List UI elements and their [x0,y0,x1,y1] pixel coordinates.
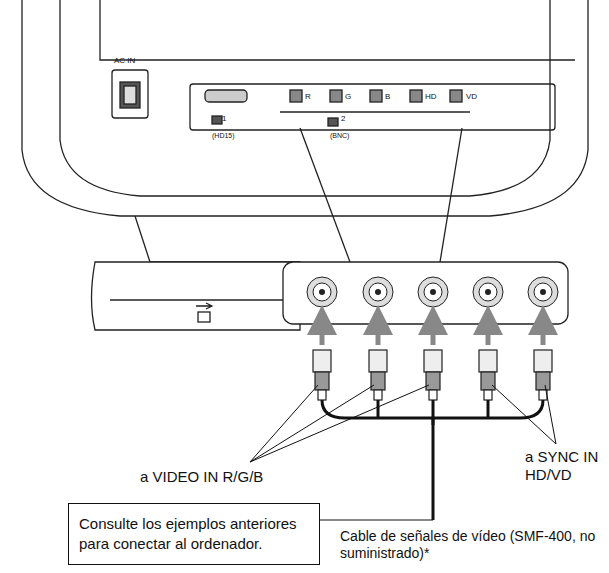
signal-name: HD [425,92,437,102]
note-text: Consulte los ejemplos anteriores para co… [79,514,309,553]
callout-label: a SYNC IN HD/VD [525,448,605,484]
input-number: 1 [222,114,226,124]
cable-label: Cable de señales de vídeo (SMF-400, no s… [340,528,605,562]
bnc-jacks [307,277,558,307]
monitor-rear [22,0,588,330]
connector-label: (BNC) [330,132,349,140]
connector-label: (HD15) [212,132,235,140]
socket-label: AC IN [114,56,135,66]
note-box: Consulte los ejemplos anteriores para co… [68,503,320,565]
insert-arrows [322,320,543,345]
signal-name: VD [466,92,477,102]
signal-name: B [385,92,390,102]
input-number: 2 [341,114,345,124]
bnc-plugs [313,350,552,400]
callout-label: a VIDEO IN R/G/B [140,468,263,486]
signal-name: G [345,92,351,102]
leader-lines [250,385,556,520]
cable [322,400,543,520]
signal-name: R [305,92,311,102]
